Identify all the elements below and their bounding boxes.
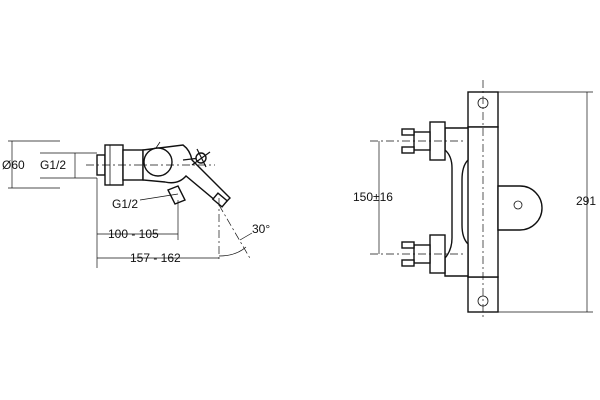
- label-angle: 30°: [252, 222, 270, 236]
- diverter-knob-hole: [513, 200, 523, 210]
- label-projection-short: 100 - 105: [108, 227, 159, 241]
- diverter-lever-cross: [191, 151, 211, 166]
- label-height: 291: [576, 194, 596, 208]
- diverter-knob: [497, 185, 543, 231]
- connector-arms: [444, 127, 469, 277]
- spout-tip: [211, 192, 229, 208]
- bottom-inlet-tab-2: [401, 259, 415, 267]
- bottom-inlet-tab: [401, 241, 415, 249]
- outlet-leader: [139, 193, 179, 201]
- label-thread-inlet: G1/2: [40, 158, 66, 172]
- axis-angle: [218, 204, 252, 261]
- angle-leader: [239, 232, 253, 241]
- label-thread-outlet: G1/2: [112, 197, 138, 211]
- label-diameter: Ø60: [2, 158, 25, 172]
- shower-outlet: [167, 185, 186, 205]
- top-inlet-tab: [401, 128, 415, 136]
- label-projection-long: 157 - 162: [130, 251, 181, 265]
- thermostat-knob: [143, 147, 173, 177]
- knob-marker: [155, 141, 161, 149]
- top-inlet-tab-2: [401, 146, 415, 154]
- angle-arc: [218, 246, 247, 257]
- front-view: 150±16 291: [353, 80, 596, 320]
- label-center-distance: 150±16: [353, 190, 393, 204]
- side-view: Ø60 G1/2 G1/2 100 - 105 157 - 162 30°: [2, 140, 270, 268]
